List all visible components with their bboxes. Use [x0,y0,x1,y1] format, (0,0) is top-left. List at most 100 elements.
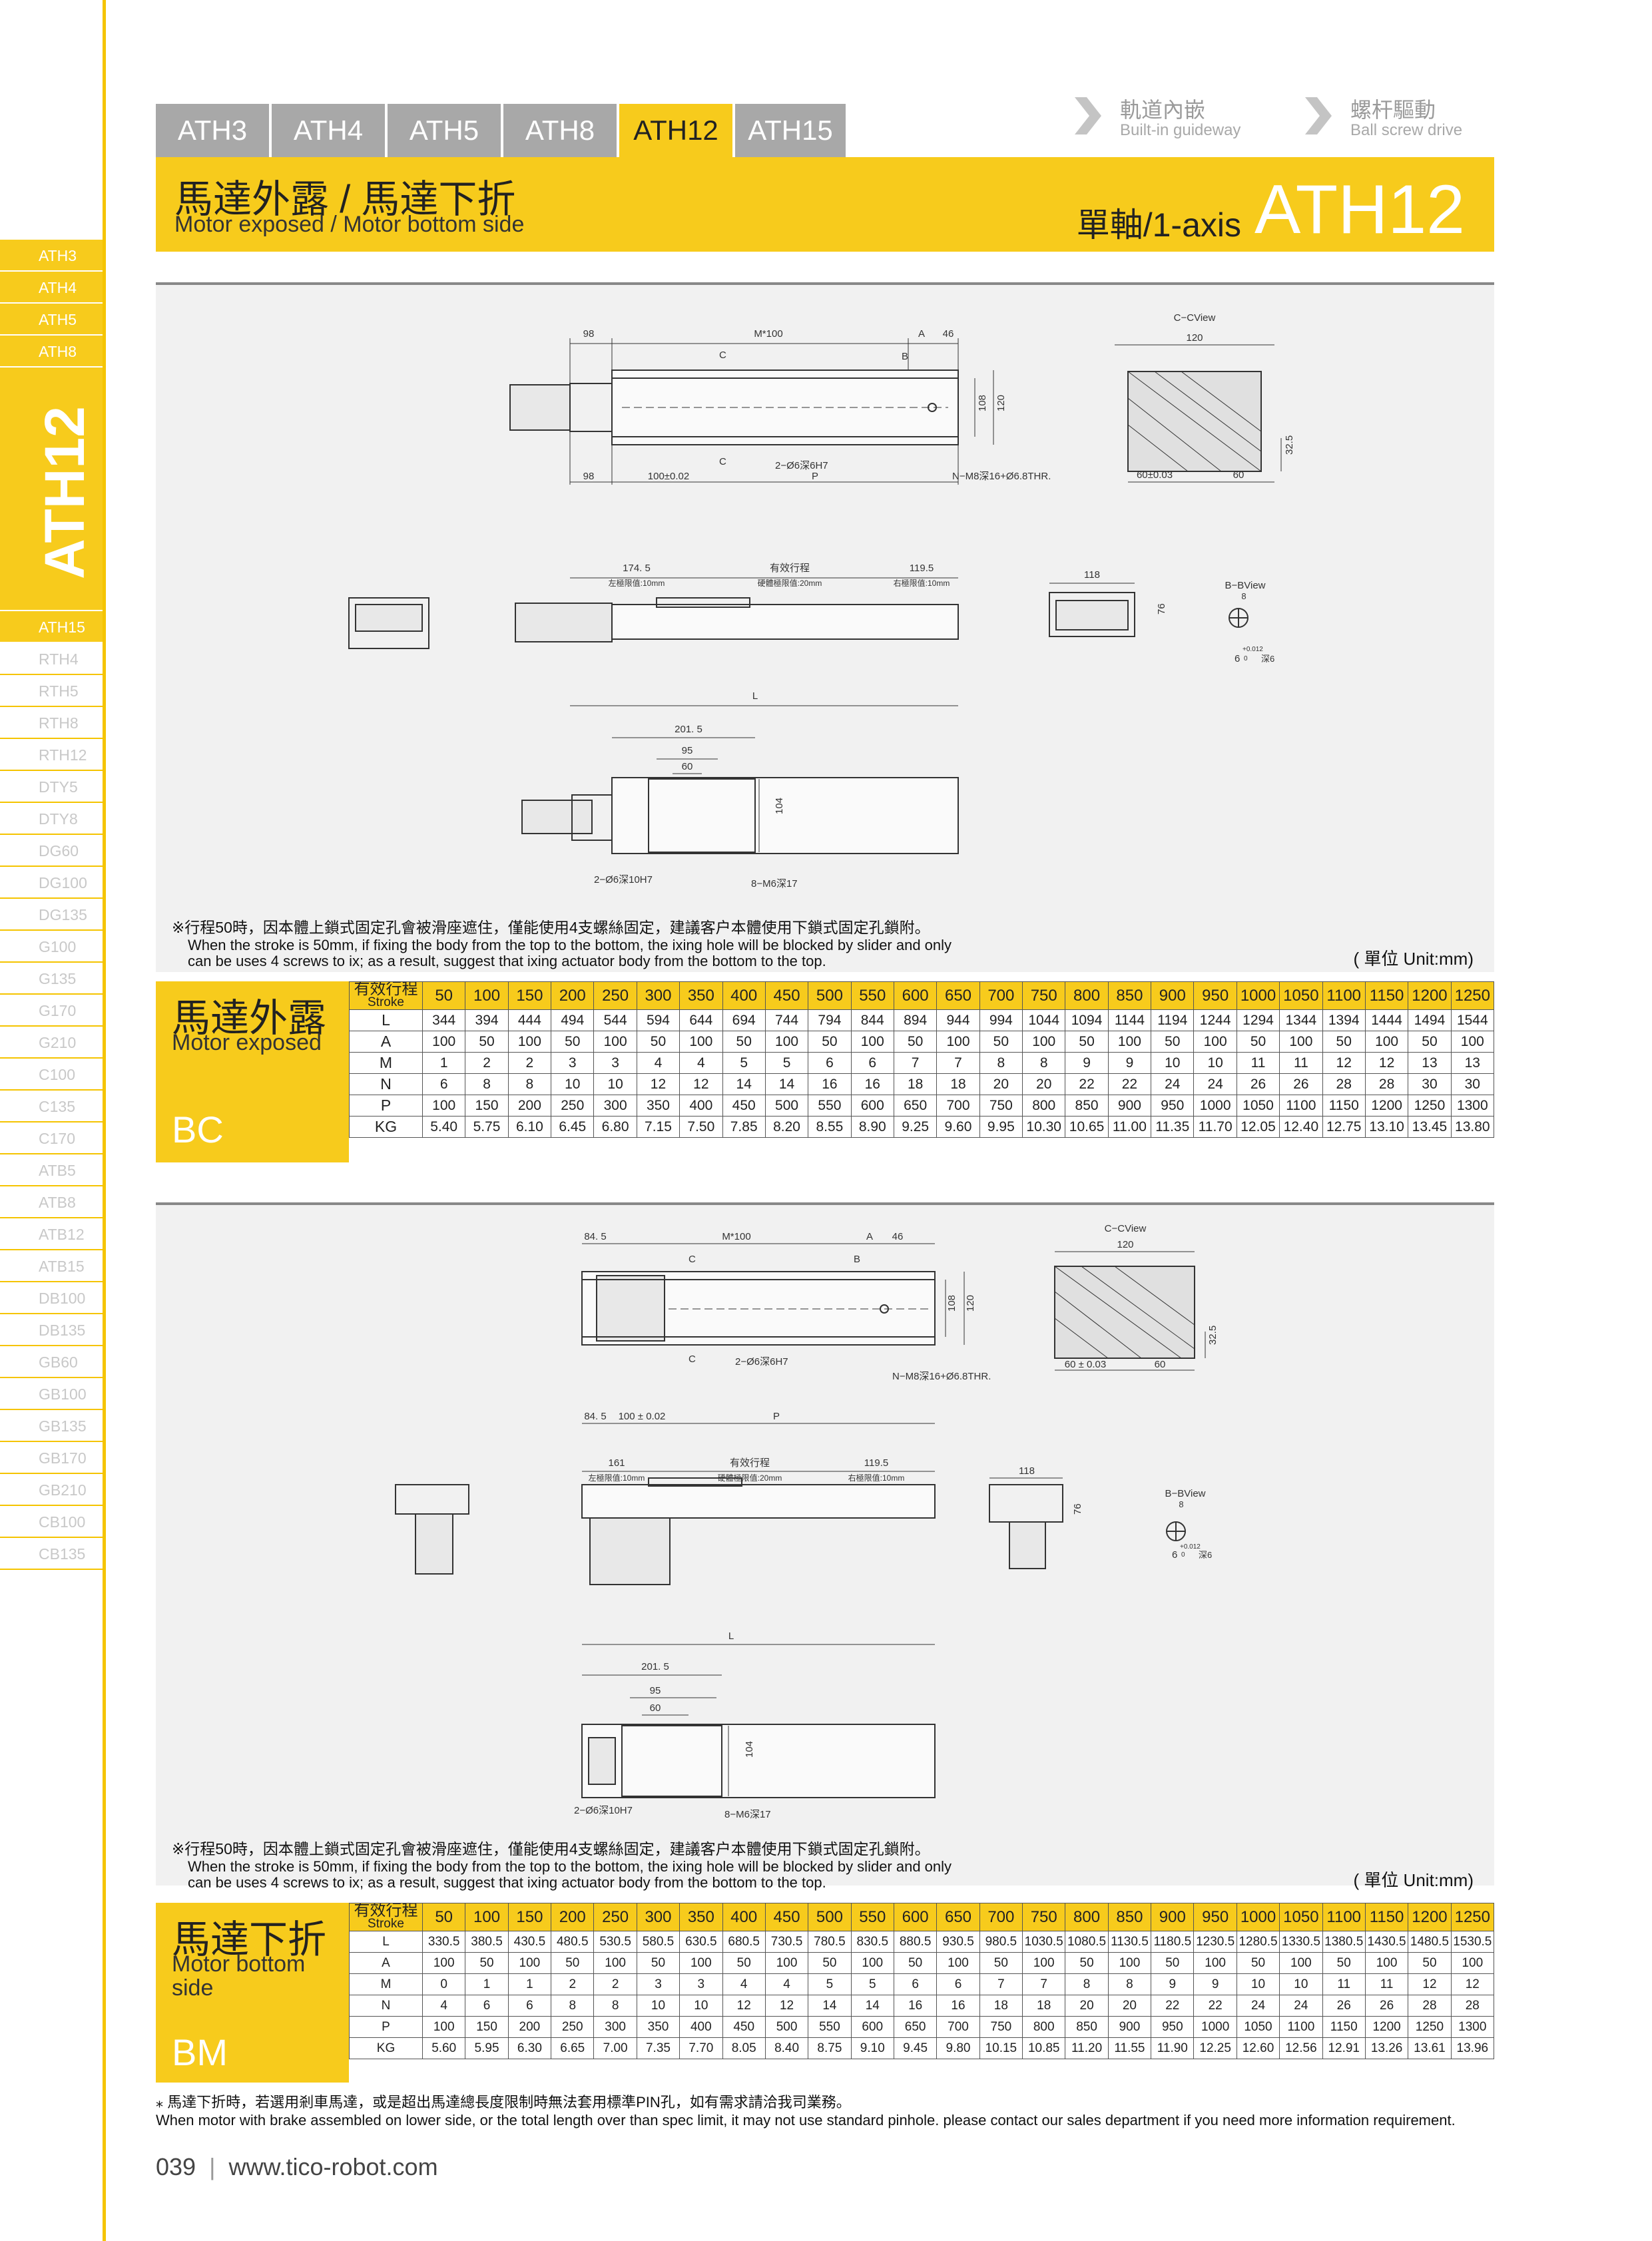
table-cell: 630.5 [679,1931,723,1953]
unit-bm: ( 單位 Unit:mm) [1353,1870,1474,1890]
table-cell: 5 [850,1973,894,1995]
tab-ath4[interactable]: ATH4 [272,104,385,157]
tab-ath15[interactable]: ATH15 [735,104,846,157]
tab-ath12[interactable]: ATH12 [619,104,732,157]
table-cell: 9 [1107,1052,1152,1074]
table-cell: 28 [1322,1073,1366,1095]
limit-hard: 硬體極限值:20mm [758,578,822,588]
sidebar-item-db135[interactable]: DB135 [0,1314,103,1346]
bb-dim-6: 6 [1172,1549,1177,1561]
dim-104: 104 [774,798,785,814]
sidebar-item-dg60[interactable]: DG60 [0,835,103,867]
table-cell: 1300 [1450,1095,1495,1117]
table-cell: 100 [679,1952,723,1974]
sidebar-item-ath15[interactable]: ATH15 [0,611,103,643]
table-cell: 22 [1065,1073,1109,1095]
sidebar-item-atb5[interactable]: ATB5 [0,1154,103,1186]
limit-right: 右極限值:10mm [894,578,950,588]
table-cell: 24 [1236,1995,1280,2017]
sidebar-item-gb135[interactable]: GB135 [0,1410,103,1442]
table-cell: 250 [551,1095,595,1117]
sidebar-item-cb100[interactable]: CB100 [0,1506,103,1538]
sidebar-item-rth8[interactable]: RTH8 [0,707,103,739]
table-cell: 12 [636,1073,681,1095]
stroke-cell: 350 [679,981,723,1010]
sidebar-item-dg100[interactable]: DG100 [0,867,103,899]
row-header: L [349,1931,423,1953]
dim-84-5: 84. 5 [584,1231,606,1242]
table-cell: 550 [808,2016,852,2038]
table-cell: 1150 [1322,1095,1366,1117]
table-cell: 18 [1022,1995,1066,2017]
sidebar-item-gb100[interactable]: GB100 [0,1378,103,1410]
sidebar-item-c100[interactable]: C100 [0,1059,103,1091]
sidebar-item-atb8[interactable]: ATB8 [0,1186,103,1218]
table-cell: 50 [1322,1952,1366,1974]
sidebar-item-rth4[interactable]: RTH4 [0,643,103,675]
sidebar-item-gb170[interactable]: GB170 [0,1442,103,1474]
sidebar-item-ath4[interactable]: ATH4 [0,272,103,304]
dim-119-5: 119.5 [910,563,934,574]
table-cell: 0 [421,1973,466,1995]
sidebar-item-g135[interactable]: G135 [0,963,103,995]
table-cell: 7.00 [593,2037,637,2059]
row-header: M [349,1973,423,1995]
sidebar-item-g210[interactable]: G210 [0,1027,103,1059]
stroke-cell: 200 [551,1903,595,1931]
sidebar-item-atb15[interactable]: ATB15 [0,1250,103,1282]
sidebar-item-c170[interactable]: C170 [0,1122,103,1154]
dim-201-5: 201. 5 [641,1661,669,1672]
table-cell: 1 [421,1052,466,1074]
table-cell: 1494 [1408,1009,1452,1031]
sidebar-item-ath8[interactable]: ATH8 [0,336,103,368]
sidebar-item-rth12[interactable]: RTH12 [0,739,103,771]
cc-dim-60-tol: 60±0.03 [1137,469,1173,481]
table-cell: 950 [1151,2016,1195,2038]
sidebar-item-dg135[interactable]: DG135 [0,899,103,931]
table-cell: 50 [1065,1952,1109,1974]
table-cell: 12 [1408,1973,1452,1995]
table-cell: 1144 [1107,1009,1152,1031]
stroke-label: 有效行程 [730,1457,770,1469]
table-cell: 10 [636,1995,681,2017]
sidebar-item-ath3[interactable]: ATH3 [0,240,103,272]
sidebar-item-db100[interactable]: DB100 [0,1282,103,1314]
sidebar-item-current[interactable]: ATH12 [0,368,103,611]
sidebar-item-atb12[interactable]: ATB12 [0,1218,103,1250]
table-cell: 50 [979,1952,1023,1974]
sidebar-item-ath5[interactable]: ATH5 [0,304,103,336]
sidebar-item-dty5[interactable]: DTY5 [0,771,103,803]
table-cell: 1380.5 [1322,1931,1366,1953]
table-cell: 6.10 [507,1116,552,1138]
sidebar-item-dty8[interactable]: DTY8 [0,803,103,835]
table-cell: 850 [1065,1095,1109,1117]
sidebar-item-c135[interactable]: C135 [0,1091,103,1122]
tab-ath5[interactable]: ATH5 [388,104,501,157]
tab-ath8[interactable]: ATH8 [503,104,617,157]
tab-ath3[interactable]: ATH3 [156,104,269,157]
sidebar-item-gb210[interactable]: GB210 [0,1474,103,1506]
stroke-cell: 500 [808,981,852,1010]
sidebar-item-g170[interactable]: G170 [0,995,103,1027]
hole-note-2: N−M8深16+Ø6.8THR. [952,471,1051,482]
sidebar-item-gb60[interactable]: GB60 [0,1346,103,1378]
footer-url[interactable]: www.tico-robot.com [228,2153,438,2180]
dim-46: 46 [943,328,954,340]
feature-guides: 軌道內嵌 Built-in guideway 螺杆驅動 Ball screw d… [1072,93,1512,146]
footer-note: ⁎ 馬達下折時，若選用剎車馬達，或是超出馬達總長度限制時無法套用標準PIN孔，如… [156,2091,1456,2129]
table-cell: 480.5 [551,1931,595,1953]
sidebar-item-rth5[interactable]: RTH5 [0,675,103,707]
bb-view-title: B−BView [1225,580,1265,591]
sidebar-item-cb135[interactable]: CB135 [0,1538,103,1570]
row-header: N [349,1995,423,2017]
stroke-cell: 50 [421,1903,466,1931]
table-cell: 394 [465,1009,509,1031]
sidebar-item-g100[interactable]: G100 [0,931,103,963]
bb-view-title: B−BView [1165,1488,1205,1499]
note-bc-cn: ※行程50時，因本體上鎖式固定孔會被滑座遮住，僅能使用4支螺絲固定，建議客户本體… [172,919,930,936]
table-cell: 18 [936,1073,980,1095]
